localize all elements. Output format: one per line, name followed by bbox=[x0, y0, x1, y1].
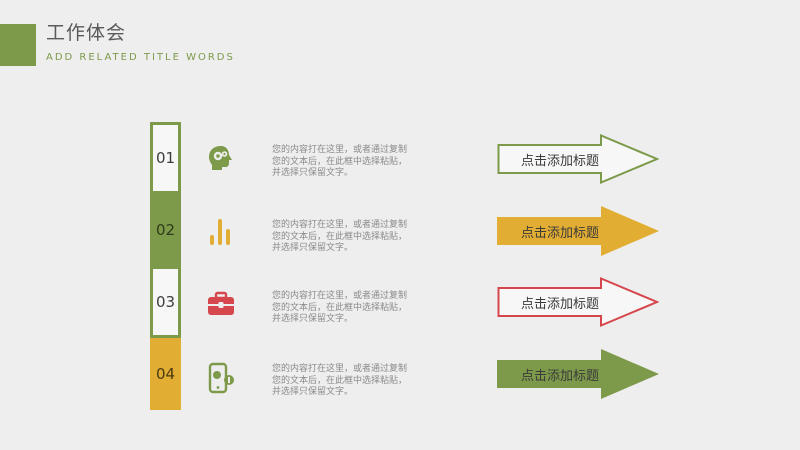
step-number-02: 02 bbox=[150, 194, 181, 266]
arrow-title-03[interactable]: 点击添加标题 bbox=[497, 277, 659, 327]
step-number-03: 03 bbox=[150, 266, 181, 338]
arrow-label-01: 点击添加标题 bbox=[520, 153, 599, 169]
page-subtitle: ADD RELATED TITLE WORDS bbox=[46, 52, 235, 63]
head-gears-icon bbox=[204, 141, 238, 175]
arrow-label-02: 点击添加标题 bbox=[520, 225, 599, 241]
arrow-label-03: 点击添加标题 bbox=[520, 296, 599, 312]
page-title: 工作体会 bbox=[46, 22, 127, 44]
row-description-03: 您的内容打在这里，或者通过复制 您的文本后，在此框中选择粘贴， 并选择只保留文字… bbox=[272, 291, 408, 324]
step-number-01: 01 bbox=[150, 122, 181, 194]
arrow-label-04: 点击添加标题 bbox=[520, 368, 599, 384]
row-description-04: 您的内容打在这里，或者通过复制 您的文本后，在此框中选择粘贴， 并选择只保留文字… bbox=[272, 364, 408, 397]
row-description-01: 您的内容打在这里，或者通过复制 您的文本后，在此框中选择粘贴， 并选择只保留文字… bbox=[272, 145, 408, 178]
briefcase-icon bbox=[204, 287, 238, 321]
arrow-title-04[interactable]: 点击添加标题 bbox=[497, 349, 659, 399]
bar-chart-icon bbox=[204, 214, 238, 248]
mobile-payment-icon bbox=[204, 361, 238, 395]
row-description-02: 您的内容打在这里，或者通过复制 您的文本后，在此框中选择粘贴， 并选择只保留文字… bbox=[272, 220, 408, 253]
title-accent-block bbox=[0, 24, 36, 66]
step-number-04: 04 bbox=[150, 338, 181, 410]
arrow-title-02[interactable]: 点击添加标题 bbox=[497, 206, 659, 256]
arrow-title-01[interactable]: 点击添加标题 bbox=[497, 134, 659, 184]
